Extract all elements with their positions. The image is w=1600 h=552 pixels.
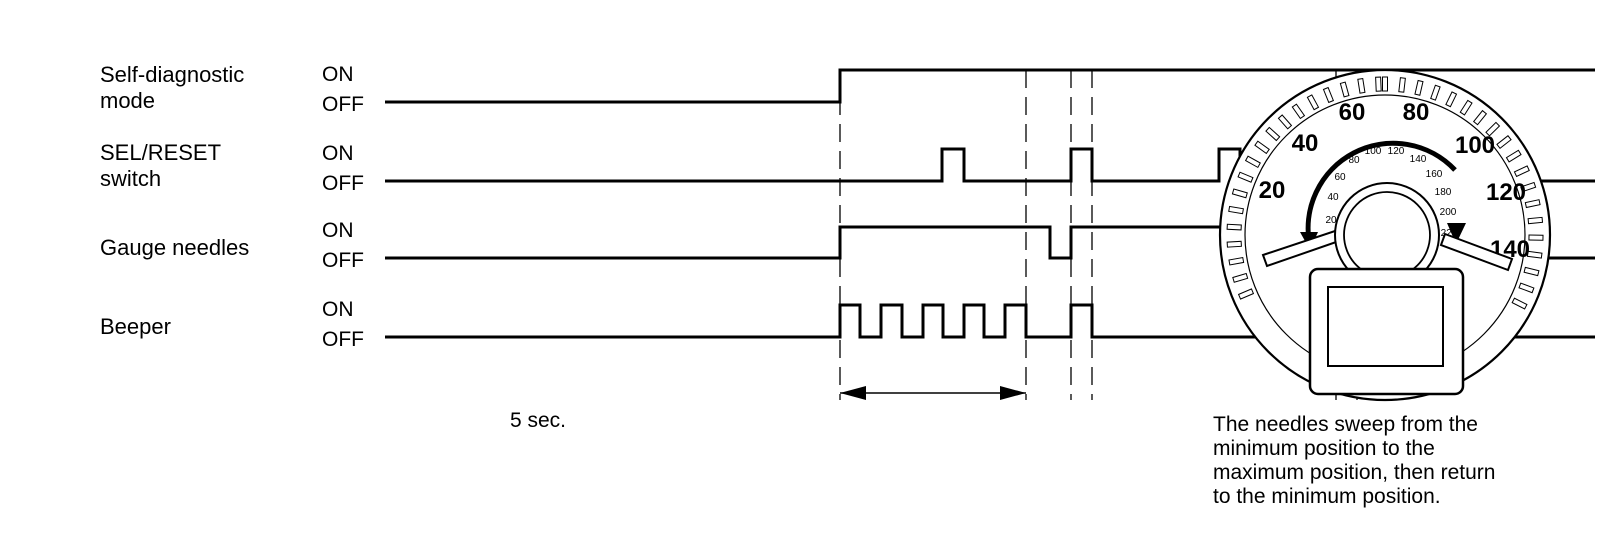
gauge-tick [1231,188,1248,199]
label-beeper: Beeper [100,314,171,339]
label-self-diagnostic-line1: Self-diagnostic [100,62,244,87]
gauge-tick [1228,205,1244,215]
gauge-tick [1513,165,1530,178]
waveform-self-diagnostic [385,68,1595,104]
caption-line-3: maximum position, then return [1213,461,1495,484]
gauge-tick [1472,109,1488,126]
gauge-num-80: 80 [1403,99,1430,126]
gauge-tick [1357,77,1366,94]
off-label-sel-reset: OFF [322,172,364,195]
gauge-tick [1232,272,1249,283]
dimension-arrow-left [840,386,866,400]
gauge-num-100: 100 [1455,132,1495,159]
inner-num-200: 200 [1440,207,1457,218]
needle-right [1439,232,1514,272]
gauge-tick-marks [1226,76,1544,310]
label-sel-reset-line2: switch [100,166,161,191]
gauge-tick [1523,266,1540,277]
gauge-caption: The needles sweep from the minimum posit… [1213,413,1495,508]
gauge-tick [1291,103,1306,120]
dimension-arrow-right [1000,386,1026,400]
gauge-tick [1226,240,1242,248]
inner-num-100: 100 [1365,146,1382,157]
dimension-label: 5 sec. [510,409,566,432]
gauge-tick [1524,199,1541,209]
off-label-beeper: OFF [322,328,364,351]
on-label-sel-reset: ON [322,142,354,165]
caption-line-4: to the minimum position. [1213,485,1441,508]
inner-num-140: 140 [1410,154,1427,165]
gauge-tick [1511,297,1528,310]
gauge-tick [1244,155,1261,169]
sweep-arc [1305,140,1457,247]
inner-num-20: 20 [1325,215,1337,226]
gauge-num-120: 120 [1486,179,1526,206]
gauge-tick [1237,171,1254,183]
inner-num-40: 40 [1327,192,1339,203]
inner-num-220: 220 [1441,228,1458,239]
gauge-tick [1518,282,1535,294]
gauge-tick [1485,121,1501,137]
gauge-num-20: 20 [1259,177,1286,204]
label-sel-reset-line1: SEL/RESET [100,140,221,165]
gauge-tick [1430,84,1441,101]
gauge-tick [1520,181,1537,193]
waveform-beeper [385,303,1595,339]
on-label-gauge-needles: ON [322,219,354,242]
off-label-self-diagnostic: OFF [322,93,364,116]
gauge-inner-scale: 20 40 60 80 100 120 140 160 180 200 220 [1325,146,1457,239]
gauge-tick [1528,234,1544,241]
gauge-tick [1237,288,1255,300]
sweep-arrow-right [1447,223,1466,244]
gauge-tick [1459,99,1473,116]
inner-num-60: 60 [1334,172,1346,183]
gauge-tick [1398,77,1406,93]
gauge-tick [1414,79,1424,96]
gauge-outer-numbers: 20 40 60 80 100 120 140 [1259,99,1530,263]
gauge-tick [1527,216,1544,225]
caption-line-1: The needles sweep from the [1213,413,1478,436]
on-label-beeper: ON [322,298,354,321]
gauge-tick [1254,140,1270,155]
gauge-tick [1277,114,1293,130]
gauge-tick [1226,223,1242,231]
gauge-tick [1505,149,1522,163]
inner-num-120: 120 [1388,146,1405,157]
gauge-tick [1526,250,1543,259]
caption-line-2: minimum position to the [1213,437,1435,460]
state-labels: ON OFF ON OFF ON OFF ON OFF [322,63,364,351]
gauge-tick [1228,256,1245,266]
display-screen [1327,286,1444,367]
off-label-gauge-needles: OFF [322,249,364,272]
label-self-diagnostic-line2: mode [100,88,155,113]
duration-dimension: 5 sec. [510,386,1026,432]
signal-labels: Self-diagnostic mode SEL/RESET switch Ga… [100,62,249,339]
gauge-hub-inner [1343,191,1431,279]
gauge-tick [1339,81,1350,98]
gauge-num-60: 60 [1339,99,1366,126]
gauge-tick [1375,76,1382,92]
gauge-num-40: 40 [1292,130,1319,157]
gauge-tick [1265,126,1281,142]
on-label-self-diagnostic: ON [322,63,354,86]
inner-num-180: 180 [1435,187,1452,198]
gauge-tick [1382,76,1388,92]
gauge-tick [1496,135,1512,150]
label-gauge-needles: Gauge needles [100,235,249,260]
gauge-tick [1322,86,1335,104]
gauge-tick [1445,91,1458,108]
inner-num-80: 80 [1348,155,1360,166]
inner-num-160: 160 [1426,169,1443,180]
speedometer-gauge: 20 40 60 80 100 120 140 20 40 60 80 100 … [1218,68,1552,402]
gauge-tick [1306,94,1320,111]
